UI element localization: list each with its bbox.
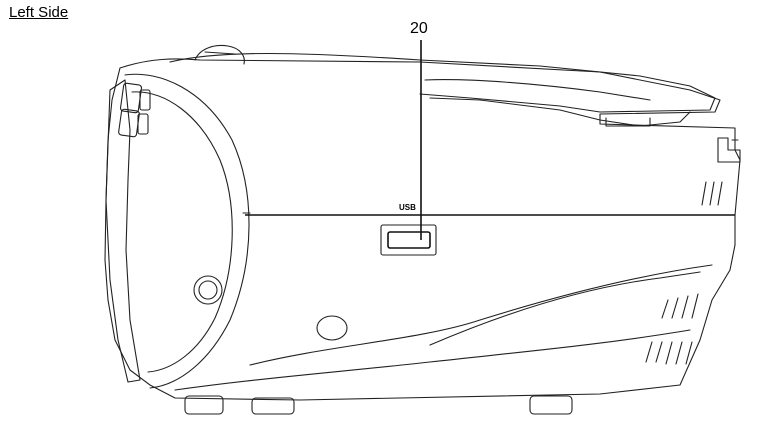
front-button-1	[119, 82, 143, 114]
handle-grip	[424, 79, 651, 101]
front-button-3	[139, 89, 151, 111]
front-face-outer	[124, 73, 250, 389]
handle-notch	[605, 117, 651, 127]
top-knob-line	[204, 51, 236, 55]
callout-number: 20	[410, 20, 428, 37]
rear-vents-lower	[645, 341, 693, 365]
round-jack-outer	[193, 275, 223, 305]
usb-label: USB	[399, 203, 416, 212]
lower-contour-2	[174, 329, 691, 391]
body-outline	[104, 58, 741, 401]
lower-contour-3	[429, 271, 701, 346]
oval-indent	[316, 315, 348, 341]
usb-port-slot	[387, 231, 431, 249]
front-button-4	[137, 113, 149, 135]
section-heading: Left Side	[9, 4, 69, 21]
rear-vents-upper	[661, 293, 699, 319]
lower-contour-1	[249, 264, 713, 366]
rear-vents-side	[701, 181, 723, 206]
top-knob	[194, 44, 245, 65]
usb-port-frame	[380, 224, 437, 256]
foot-front	[184, 395, 224, 415]
handle-outline	[169, 52, 716, 113]
handle-inner	[429, 97, 691, 127]
rear-bracket	[717, 137, 741, 163]
round-jack-inner	[198, 280, 218, 300]
foot-rear	[529, 395, 573, 415]
foot-middle	[251, 397, 295, 415]
front-bezel	[105, 79, 141, 383]
front-face-inner	[131, 91, 233, 373]
